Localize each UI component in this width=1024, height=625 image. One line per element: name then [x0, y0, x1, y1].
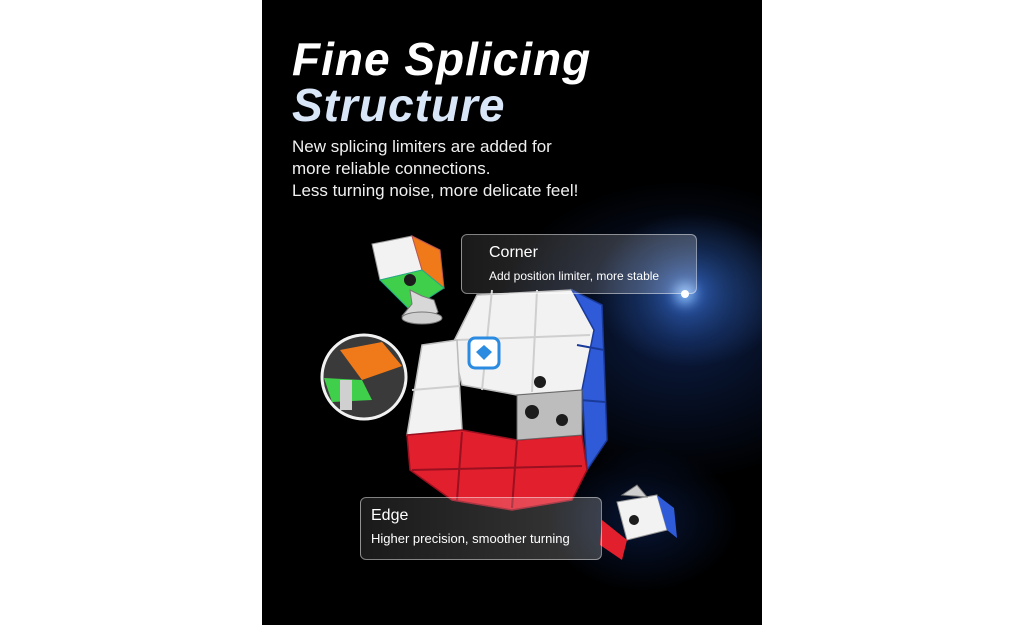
description-line-2: more reliable connections.: [292, 159, 491, 178]
description: New splicing limiters are added for more…: [292, 136, 578, 202]
description-line-3: Less turning noise, more delicate feel!: [292, 181, 579, 200]
main-cube-icon: [406, 288, 608, 511]
edge-callout-heading: Edge: [371, 507, 409, 524]
corner-piece-icon: [371, 235, 445, 325]
corner-callout: Corner Add position limiter, more stable: [461, 234, 697, 294]
edge-callout: Edge Higher precision, smoother turning: [360, 497, 602, 560]
product-panel: Fine Splicing Structure New splicing lim…: [262, 0, 762, 625]
title-line-1: Fine Splicing: [292, 33, 592, 85]
edge-piece-icon: [600, 484, 677, 560]
title-line-2: Structure: [292, 79, 506, 131]
corner-callout-text: Add position limiter, more stable: [489, 269, 660, 283]
zoom-detail-icon: [320, 333, 408, 421]
corner-callout-heading: Corner: [489, 244, 538, 261]
description-line-1: New splicing limiters are added for: [292, 137, 552, 156]
cube-illustration: [320, 235, 677, 560]
light-flare: [681, 290, 689, 298]
edge-callout-text: Higher precision, smoother turning: [371, 531, 570, 546]
